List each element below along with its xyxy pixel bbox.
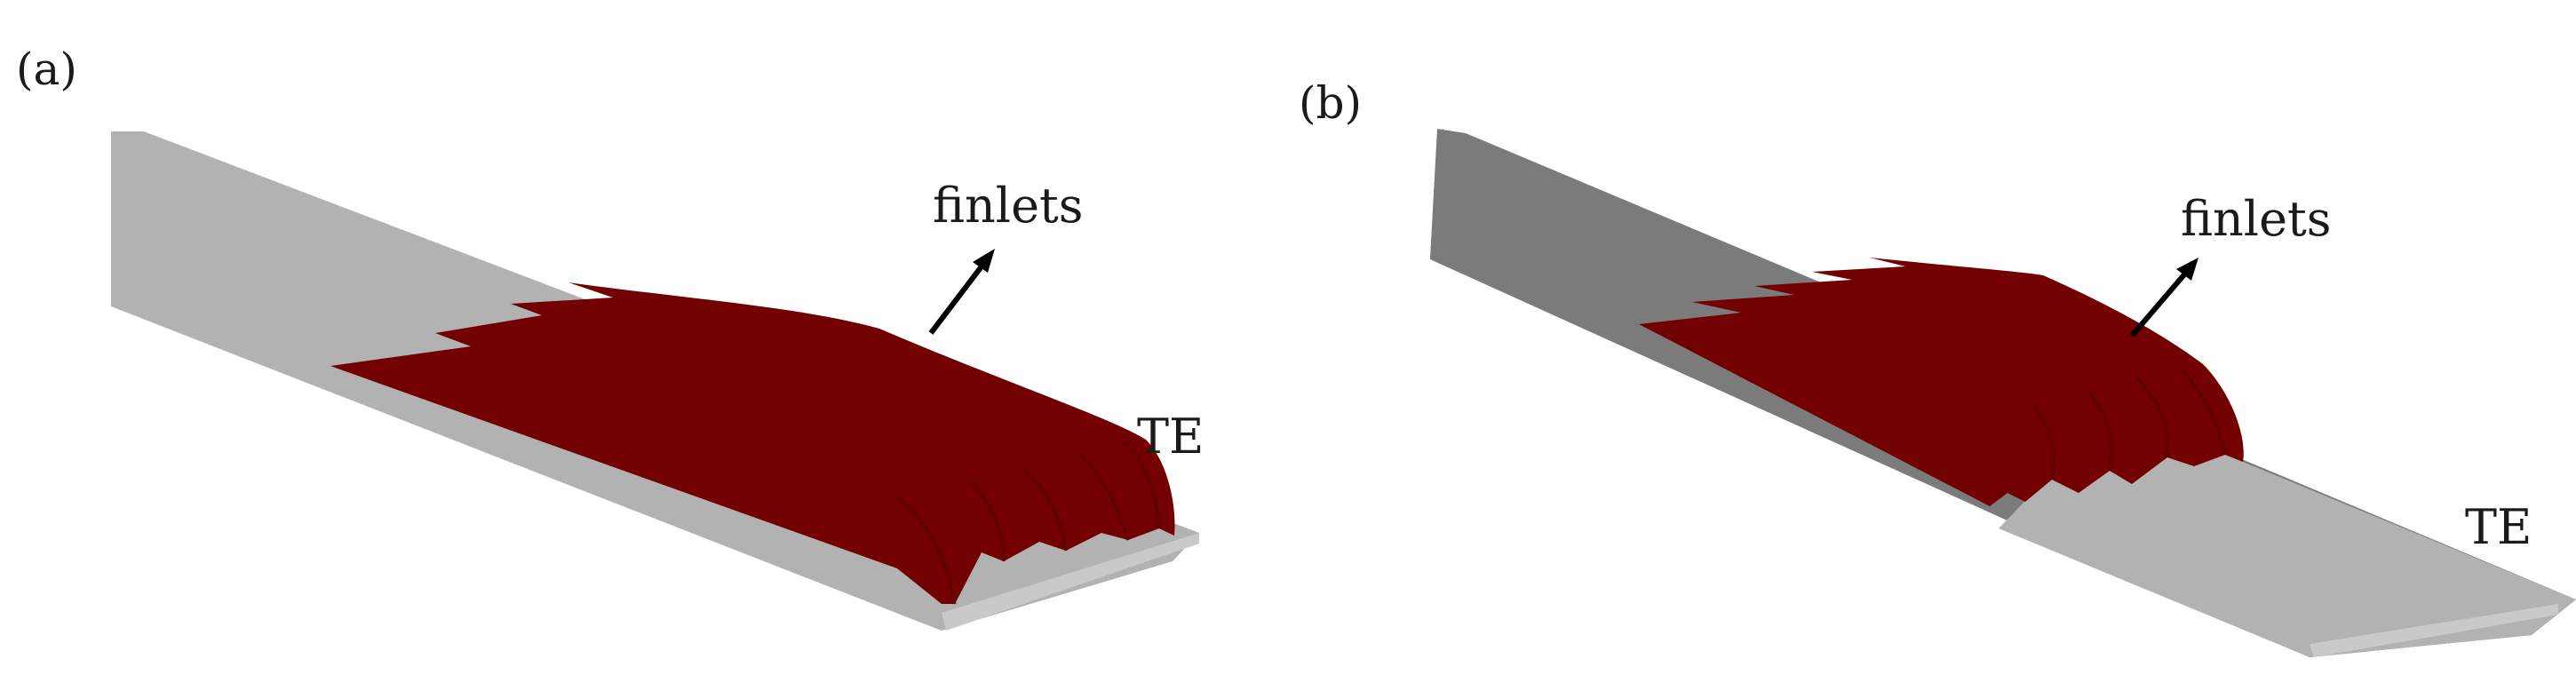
panel-b-te-annotation: TE	[2465, 499, 2532, 555]
panel-a-finlets-annotation: finlets	[933, 178, 1083, 234]
panel-b: (b) finlets TE	[1299, 77, 2576, 657]
panel-b-finlets	[1639, 258, 2244, 506]
panel-a-label: (a)	[16, 44, 77, 95]
panel-a: (a) finlets TE	[16, 44, 1204, 631]
panel-a-te-annotation: TE	[1137, 409, 1204, 465]
panel-a-plate-rim	[942, 533, 1199, 631]
panel-a-finlets	[330, 282, 1175, 604]
panel-a-arrow	[928, 249, 995, 335]
panel-a-finlet-ridges	[896, 441, 1161, 605]
panel-b-label: (b)	[1299, 77, 1362, 129]
panel-b-arrow	[2129, 258, 2198, 338]
panel-b-finlet-ridges	[2032, 367, 2227, 480]
panel-b-finlets-annotation: finlets	[2181, 191, 2331, 247]
panel-b-plate-rim	[2310, 604, 2558, 657]
